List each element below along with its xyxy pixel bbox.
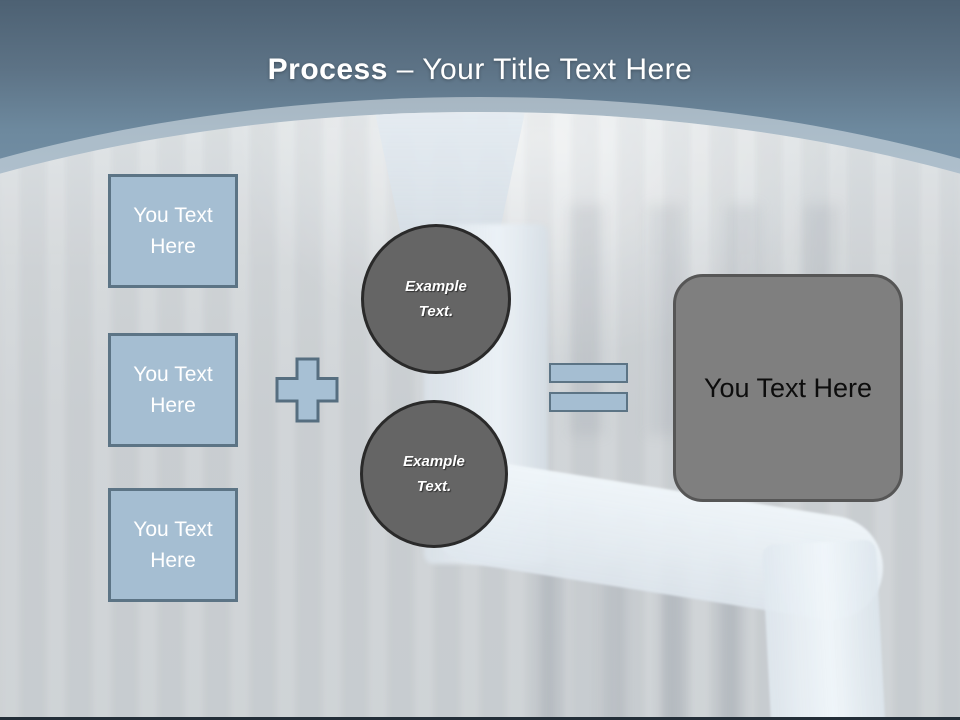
footer-accent-line (0, 717, 960, 720)
circle-text-line: Example (405, 278, 467, 295)
plus-icon (275, 357, 339, 423)
box-text-line: Here (150, 394, 196, 417)
box-text-line: You Text (133, 363, 213, 386)
slide-title-rest: – Your Title Text Here (396, 53, 693, 86)
slide-title[interactable]: Process – Your Title Text Here (0, 53, 960, 87)
background-pipe-right (761, 539, 893, 720)
result-box-label: You Text Here (703, 372, 873, 403)
circle-text-line: Text. (416, 478, 452, 495)
equals-bar-bottom (549, 392, 628, 412)
box-text-line: Here (150, 235, 196, 258)
slide-title-emphasis: Process (267, 53, 397, 86)
process-input-box-3[interactable]: You Text Here (108, 488, 238, 602)
equals-icon (549, 363, 628, 383)
process-input-box-1[interactable]: You Text Here (108, 174, 238, 288)
circle-text-line: Example (403, 453, 465, 470)
process-input-box-2[interactable]: You Text Here (108, 333, 238, 447)
result-box[interactable]: You Text Here (673, 274, 903, 502)
example-circle-1[interactable]: Example Text. (361, 224, 511, 374)
plus-operator[interactable] (275, 357, 339, 423)
box-text-line: Here (150, 549, 196, 572)
example-circle-2[interactable]: Example Text. (360, 400, 508, 548)
box-text-line: You Text (133, 204, 213, 227)
box-text-line: You Text (133, 518, 213, 541)
circle-text-line: Text. (418, 303, 454, 320)
background-pipe-funnel (375, 112, 525, 232)
